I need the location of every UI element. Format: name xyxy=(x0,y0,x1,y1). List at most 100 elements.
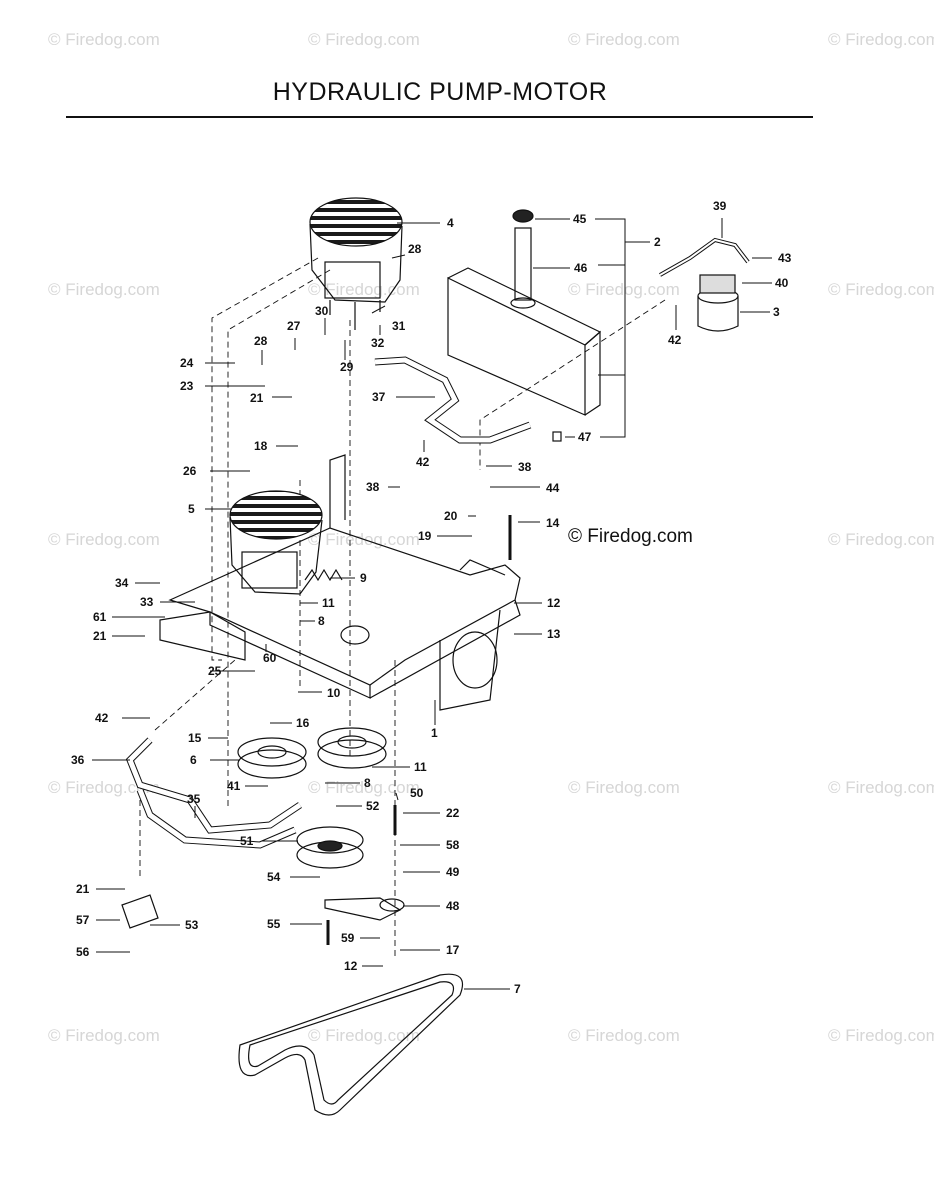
watermark: © Firedog.com xyxy=(48,778,160,797)
callout-label: 42 xyxy=(95,711,109,725)
watermark: © Firedog.com xyxy=(828,1026,934,1045)
callout-label: 42 xyxy=(668,333,682,347)
callout-label: 49 xyxy=(446,865,460,879)
callout-label: 23 xyxy=(180,379,194,393)
callout-label: 20 xyxy=(444,509,458,523)
callout-label: 18 xyxy=(254,439,268,453)
watermark: © Firedog.com xyxy=(48,30,160,49)
hose-36-inner xyxy=(137,789,296,848)
callout-label: 28 xyxy=(408,242,422,256)
callout-label: 40 xyxy=(775,276,789,290)
watermark: © Firedog.com xyxy=(828,778,934,797)
watermark: © Firedog.com xyxy=(568,1026,680,1045)
callout-label: 15 xyxy=(188,731,202,745)
callout-label: 38 xyxy=(366,480,380,494)
callout-label: 55 xyxy=(267,917,281,931)
callout-label: 41 xyxy=(227,779,241,793)
spring-9 xyxy=(304,568,343,582)
callout-label: 4 xyxy=(447,216,454,230)
hose-37-inner xyxy=(374,357,531,443)
callout-label: 29 xyxy=(340,360,354,374)
callout-label: 9 xyxy=(360,571,367,585)
callout-label: 54 xyxy=(267,870,281,884)
callout-label: 30 xyxy=(315,304,329,318)
hydraulic-pump-lower xyxy=(229,490,323,595)
callout-label: 10 xyxy=(327,686,341,700)
watermark: © Firedog.com xyxy=(48,530,160,549)
callout-label: 50 xyxy=(410,786,424,800)
callout-label: 32 xyxy=(371,336,385,350)
callout-label: 12 xyxy=(344,959,358,973)
callout-label: 21 xyxy=(250,391,264,405)
callout-label: 36 xyxy=(71,753,85,767)
callout-label: 8 xyxy=(318,614,325,628)
callout-label: 61 xyxy=(93,610,107,624)
callout-label: 35 xyxy=(187,792,201,806)
callout-label: 47 xyxy=(578,430,592,444)
idler-arm-48 xyxy=(324,897,405,921)
callout-label: 26 xyxy=(183,464,197,478)
callout-label: 43 xyxy=(778,251,792,265)
callout-label: 48 xyxy=(446,899,460,913)
callout-label: 7 xyxy=(514,982,521,996)
watermark: © Firedog.com xyxy=(308,1026,420,1045)
callout-label: 5 xyxy=(188,502,195,516)
title-underline xyxy=(66,116,813,118)
callout-label: 51 xyxy=(240,834,254,848)
oil-filter xyxy=(697,274,739,332)
callout-label: 21 xyxy=(76,882,90,896)
drive-belt-7 xyxy=(238,973,464,1116)
callout-labels: 4 28 45 2 39 43 46 40 3 42 30 27 31 28 3… xyxy=(71,199,792,996)
callout-label: 37 xyxy=(372,390,386,404)
callout-label: 21 xyxy=(93,629,107,643)
callout-label: 52 xyxy=(366,799,380,813)
callout-label: 8 xyxy=(364,776,371,790)
callout-label: 2 xyxy=(654,235,661,249)
callout-label: 6 xyxy=(190,753,197,767)
pulley-11 xyxy=(317,727,387,769)
callout-label: 16 xyxy=(296,716,310,730)
callout-label: 24 xyxy=(180,356,194,370)
chassis-frame xyxy=(159,454,521,711)
hydraulic-tank xyxy=(447,209,602,442)
callout-label: 22 xyxy=(446,806,460,820)
callout-label: 34 xyxy=(115,576,129,590)
watermark: © Firedog.com xyxy=(568,778,680,797)
callout-label: 11 xyxy=(322,596,335,610)
callout-label: 56 xyxy=(76,945,90,959)
callout-label: 39 xyxy=(713,199,727,213)
callout-label: 11 xyxy=(414,760,427,774)
callout-label: 3 xyxy=(773,305,780,319)
idler-pulley-51 xyxy=(296,826,364,869)
watermark: © Firedog.com xyxy=(308,280,420,299)
callout-label: 19 xyxy=(418,529,432,543)
callout-label: 59 xyxy=(341,931,355,945)
diagram-title: HYDRAULIC PUMP-MOTOR xyxy=(272,78,608,106)
callout-label: 46 xyxy=(574,261,588,275)
callout-label: 17 xyxy=(446,943,460,957)
callout-label: 28 xyxy=(254,334,268,348)
callout-label: 58 xyxy=(446,838,460,852)
callout-label: 25 xyxy=(208,664,222,678)
watermark: © Firedog.com xyxy=(828,280,934,299)
callout-label: 57 xyxy=(76,913,90,927)
callout-label: 42 xyxy=(416,455,430,469)
watermark: © Firedog.com xyxy=(48,280,160,299)
callout-label: 38 xyxy=(518,460,532,474)
callout-label: 33 xyxy=(140,595,154,609)
callout-label: 13 xyxy=(547,627,561,641)
watermark: © Firedog.com xyxy=(48,1026,160,1045)
watermark: © Firedog.com xyxy=(308,30,420,49)
callout-label: 27 xyxy=(287,319,301,333)
watermark: © Firedog.com xyxy=(828,530,934,549)
callout-label: 53 xyxy=(185,918,199,932)
leader-lines xyxy=(92,218,772,990)
hose-39-inner xyxy=(659,238,749,276)
hose-36 xyxy=(136,788,297,849)
pulley-6 xyxy=(237,737,307,779)
callout-label: 1 xyxy=(431,726,438,740)
callout-label: 44 xyxy=(546,481,560,495)
bracket-57 xyxy=(121,894,159,929)
